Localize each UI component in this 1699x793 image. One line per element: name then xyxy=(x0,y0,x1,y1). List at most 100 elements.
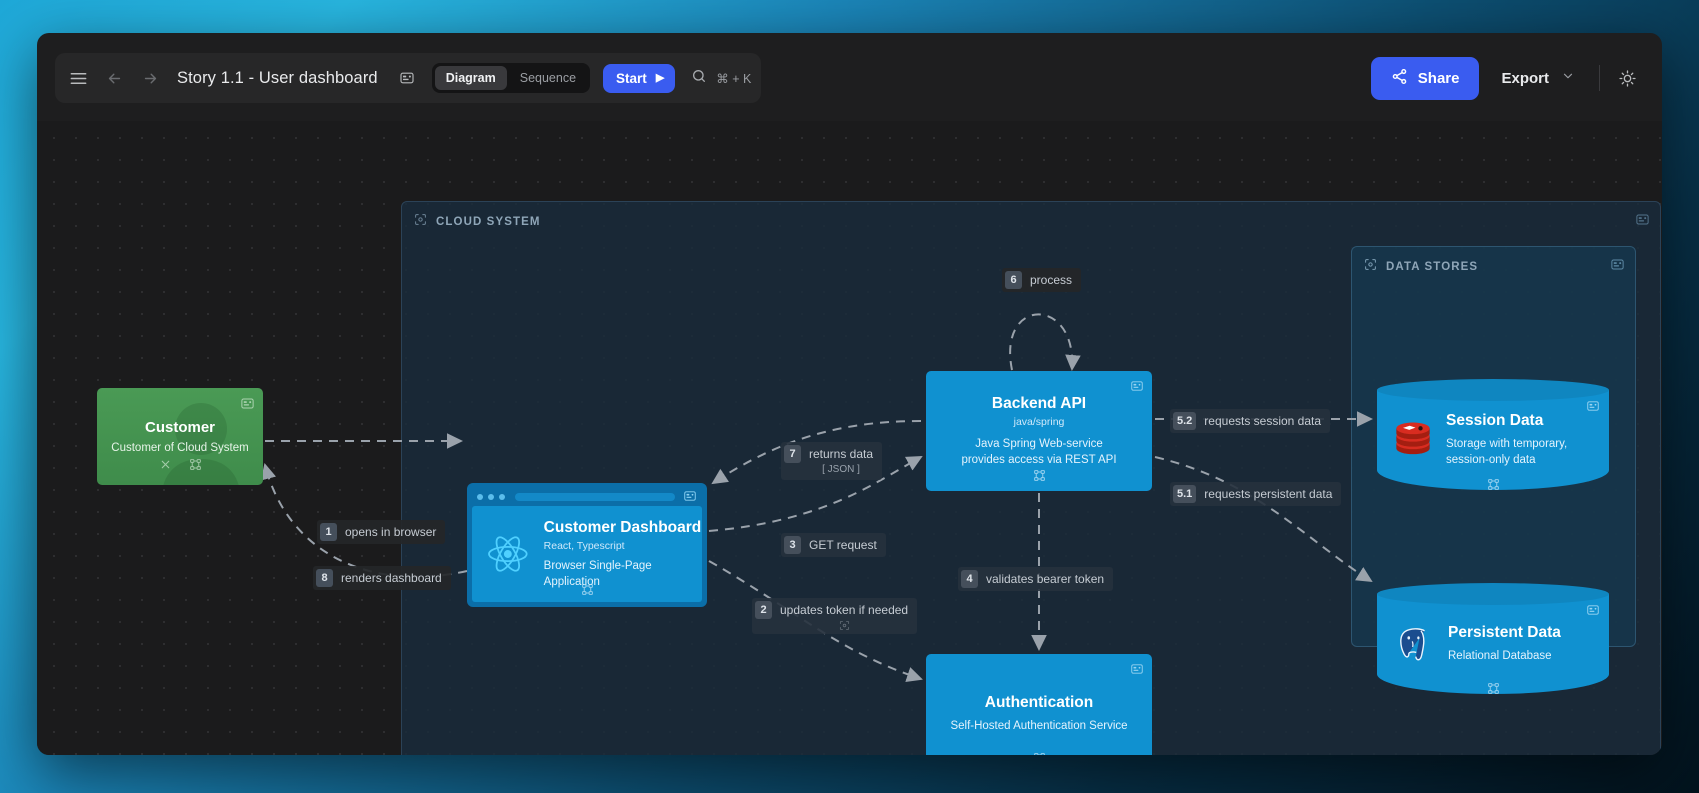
browser-dot-icon xyxy=(488,494,494,500)
node-authentication-desc: Self-Hosted Authentication Service xyxy=(950,720,1128,733)
start-button[interactable]: Start ▶ xyxy=(603,63,676,93)
node-session-data-title: Session Data xyxy=(1446,411,1544,429)
edge-label-requests-persistent-data[interactable]: 5.1 requests persistent data xyxy=(1170,482,1342,506)
hierarchy-icon[interactable] xyxy=(1487,682,1500,695)
edge-text: updates token if needed xyxy=(780,603,909,617)
node-customer-dashboard-badge-icon[interactable] xyxy=(683,489,697,508)
edge-text: requests session data xyxy=(1204,414,1322,428)
start-button-label: Start xyxy=(616,70,647,86)
edge-label-requests-session-data[interactable]: 5.2 requests session data xyxy=(1170,409,1331,433)
edge-label-updates-token[interactable]: 2 updates token if needed xyxy=(752,598,918,634)
node-backend-api-title: Backend API xyxy=(991,394,1087,412)
cylinder-top xyxy=(1377,379,1609,401)
node-session-data[interactable]: Session Data Storage with temporary, ses… xyxy=(1377,379,1609,501)
edge-label-process[interactable]: 6 process xyxy=(1002,268,1082,292)
edge-label-get-request[interactable]: 3 GET request xyxy=(781,533,886,557)
edge-num: 5.2 xyxy=(1173,412,1197,430)
edge-num: 4 xyxy=(961,570,978,588)
node-session-data-content: Session Data Storage with temporary, ses… xyxy=(1377,390,1609,490)
node-persistent-data-badge-icon[interactable] xyxy=(1586,603,1600,622)
play-icon: ▶ xyxy=(655,71,665,84)
share-nodes-icon xyxy=(1391,68,1408,89)
node-customer[interactable]: Customer Customer of Cloud System xyxy=(97,388,263,485)
edge-text: GET request xyxy=(809,538,877,552)
boundary-data-stores-label: DATA STORES xyxy=(1386,261,1479,273)
share-button[interactable]: Share xyxy=(1370,56,1480,100)
browser-dot-icon xyxy=(477,494,483,500)
boundary-scope-icon xyxy=(1364,258,1377,276)
search-shortcut-label: ⌘ + K xyxy=(716,71,752,86)
boundary-data-stores-badge-icon[interactable] xyxy=(1610,257,1625,277)
boundary-scope-icon xyxy=(414,213,427,231)
browser-dot-icon xyxy=(499,494,505,500)
node-backend-api-tech: java/spring xyxy=(1013,415,1065,428)
scan-icon xyxy=(780,620,908,631)
search-icon xyxy=(691,68,707,89)
search-input[interactable]: ⌘ + K xyxy=(691,68,751,89)
boundary-cloud-system-header: CLOUD SYSTEM xyxy=(414,213,541,231)
edge-num: 6 xyxy=(1005,271,1022,289)
cylinder-top xyxy=(1377,583,1609,605)
node-authentication-badge-icon[interactable] xyxy=(1130,662,1144,681)
hierarchy-icon[interactable] xyxy=(581,583,594,596)
view-mode-switcher: Diagram Sequence xyxy=(431,63,591,93)
edge-text: opens in browser xyxy=(345,525,437,539)
node-customer-dashboard-footer xyxy=(472,583,702,596)
node-session-data-desc-line2: session-only data xyxy=(1446,454,1536,467)
node-authentication[interactable]: Authentication Self-Hosted Authenticatio… xyxy=(926,654,1152,755)
node-customer-title: Customer xyxy=(144,419,215,437)
node-backend-api[interactable]: Backend API java/spring Java Spring Web-… xyxy=(926,371,1152,491)
node-backend-api-badge-icon[interactable] xyxy=(1130,379,1144,398)
tab-diagram[interactable]: Diagram xyxy=(434,66,507,90)
edge-label-opens-in-browser[interactable]: 1 opens in browser xyxy=(317,520,446,544)
hierarchy-icon[interactable] xyxy=(189,458,202,476)
diagram-canvas[interactable]: CLOUD SYSTEM xyxy=(37,121,1662,755)
hierarchy-icon[interactable] xyxy=(1033,752,1046,755)
edge-num: 5.1 xyxy=(1173,485,1197,503)
edge-label-returns-data[interactable]: 7 returns data [ JSON ] xyxy=(781,442,883,480)
page-title[interactable]: Story 1.1 - User dashboard xyxy=(177,68,378,87)
browser-chrome xyxy=(472,488,702,506)
app-window: Story 1.1 - User dashboard Diagram Seque… xyxy=(37,33,1662,755)
arrow-right-icon[interactable] xyxy=(133,61,167,95)
edge-text: process xyxy=(1030,273,1073,287)
hamburger-menu-icon[interactable] xyxy=(61,61,95,95)
share-button-label: Share xyxy=(1417,69,1460,87)
node-persistent-data[interactable]: Persistent Data Relational Database xyxy=(1377,583,1609,705)
node-session-data-desc-line1: Storage with temporary, xyxy=(1446,438,1568,451)
tab-sequence[interactable]: Sequence xyxy=(519,71,577,85)
close-icon[interactable] xyxy=(159,458,172,476)
node-backend-api-footer xyxy=(926,469,1152,482)
edge-num: 3 xyxy=(784,536,801,554)
node-authentication-footer xyxy=(926,752,1152,755)
node-session-data-footer xyxy=(1377,478,1609,491)
edge-label-renders-dashboard[interactable]: 8 renders dashboard xyxy=(313,566,451,590)
arrow-left-icon[interactable] xyxy=(97,61,131,95)
boundary-data-stores-header: DATA STORES xyxy=(1364,258,1478,276)
node-customer-badge-icon[interactable] xyxy=(240,396,255,416)
hierarchy-icon[interactable] xyxy=(1033,469,1046,482)
container-badge-icon[interactable] xyxy=(390,61,424,95)
export-button[interactable]: Export xyxy=(1483,58,1589,98)
node-authentication-title: Authentication xyxy=(984,693,1094,711)
cylinder-body xyxy=(1377,594,1609,694)
node-persistent-data-title: Persistent Data xyxy=(1448,623,1561,641)
node-session-data-badge-icon[interactable] xyxy=(1586,399,1600,418)
node-customer-dashboard-desc: Browser Single-Page Application xyxy=(543,559,652,588)
export-button-label: Export xyxy=(1501,69,1549,87)
node-customer-dashboard[interactable]: Customer Dashboard React, Typescript Bro… xyxy=(467,483,707,607)
boundary-cloud-system-label: CLOUD SYSTEM xyxy=(436,216,541,228)
boundary-cloud-system-badge-icon[interactable] xyxy=(1635,212,1650,232)
edge-num: 8 xyxy=(316,569,333,587)
node-backend-api-desc-line2: provides access via REST API xyxy=(961,453,1117,466)
edge-label-validates-bearer-token[interactable]: 4 validates bearer token xyxy=(958,567,1114,591)
toolbar-right-group: Share Export xyxy=(1370,53,1644,103)
sun-brightness-icon[interactable] xyxy=(1610,61,1644,95)
react-logo-icon xyxy=(488,536,528,572)
hierarchy-icon[interactable] xyxy=(1487,478,1500,491)
node-persistent-data-desc: Relational Database xyxy=(1448,650,1552,663)
node-customer-footer xyxy=(97,458,263,476)
edge-text-stack: updates token if needed xyxy=(780,601,908,631)
node-customer-dashboard-body: Customer Dashboard React, Typescript Bro… xyxy=(472,506,702,602)
node-persistent-data-footer xyxy=(1377,682,1609,695)
